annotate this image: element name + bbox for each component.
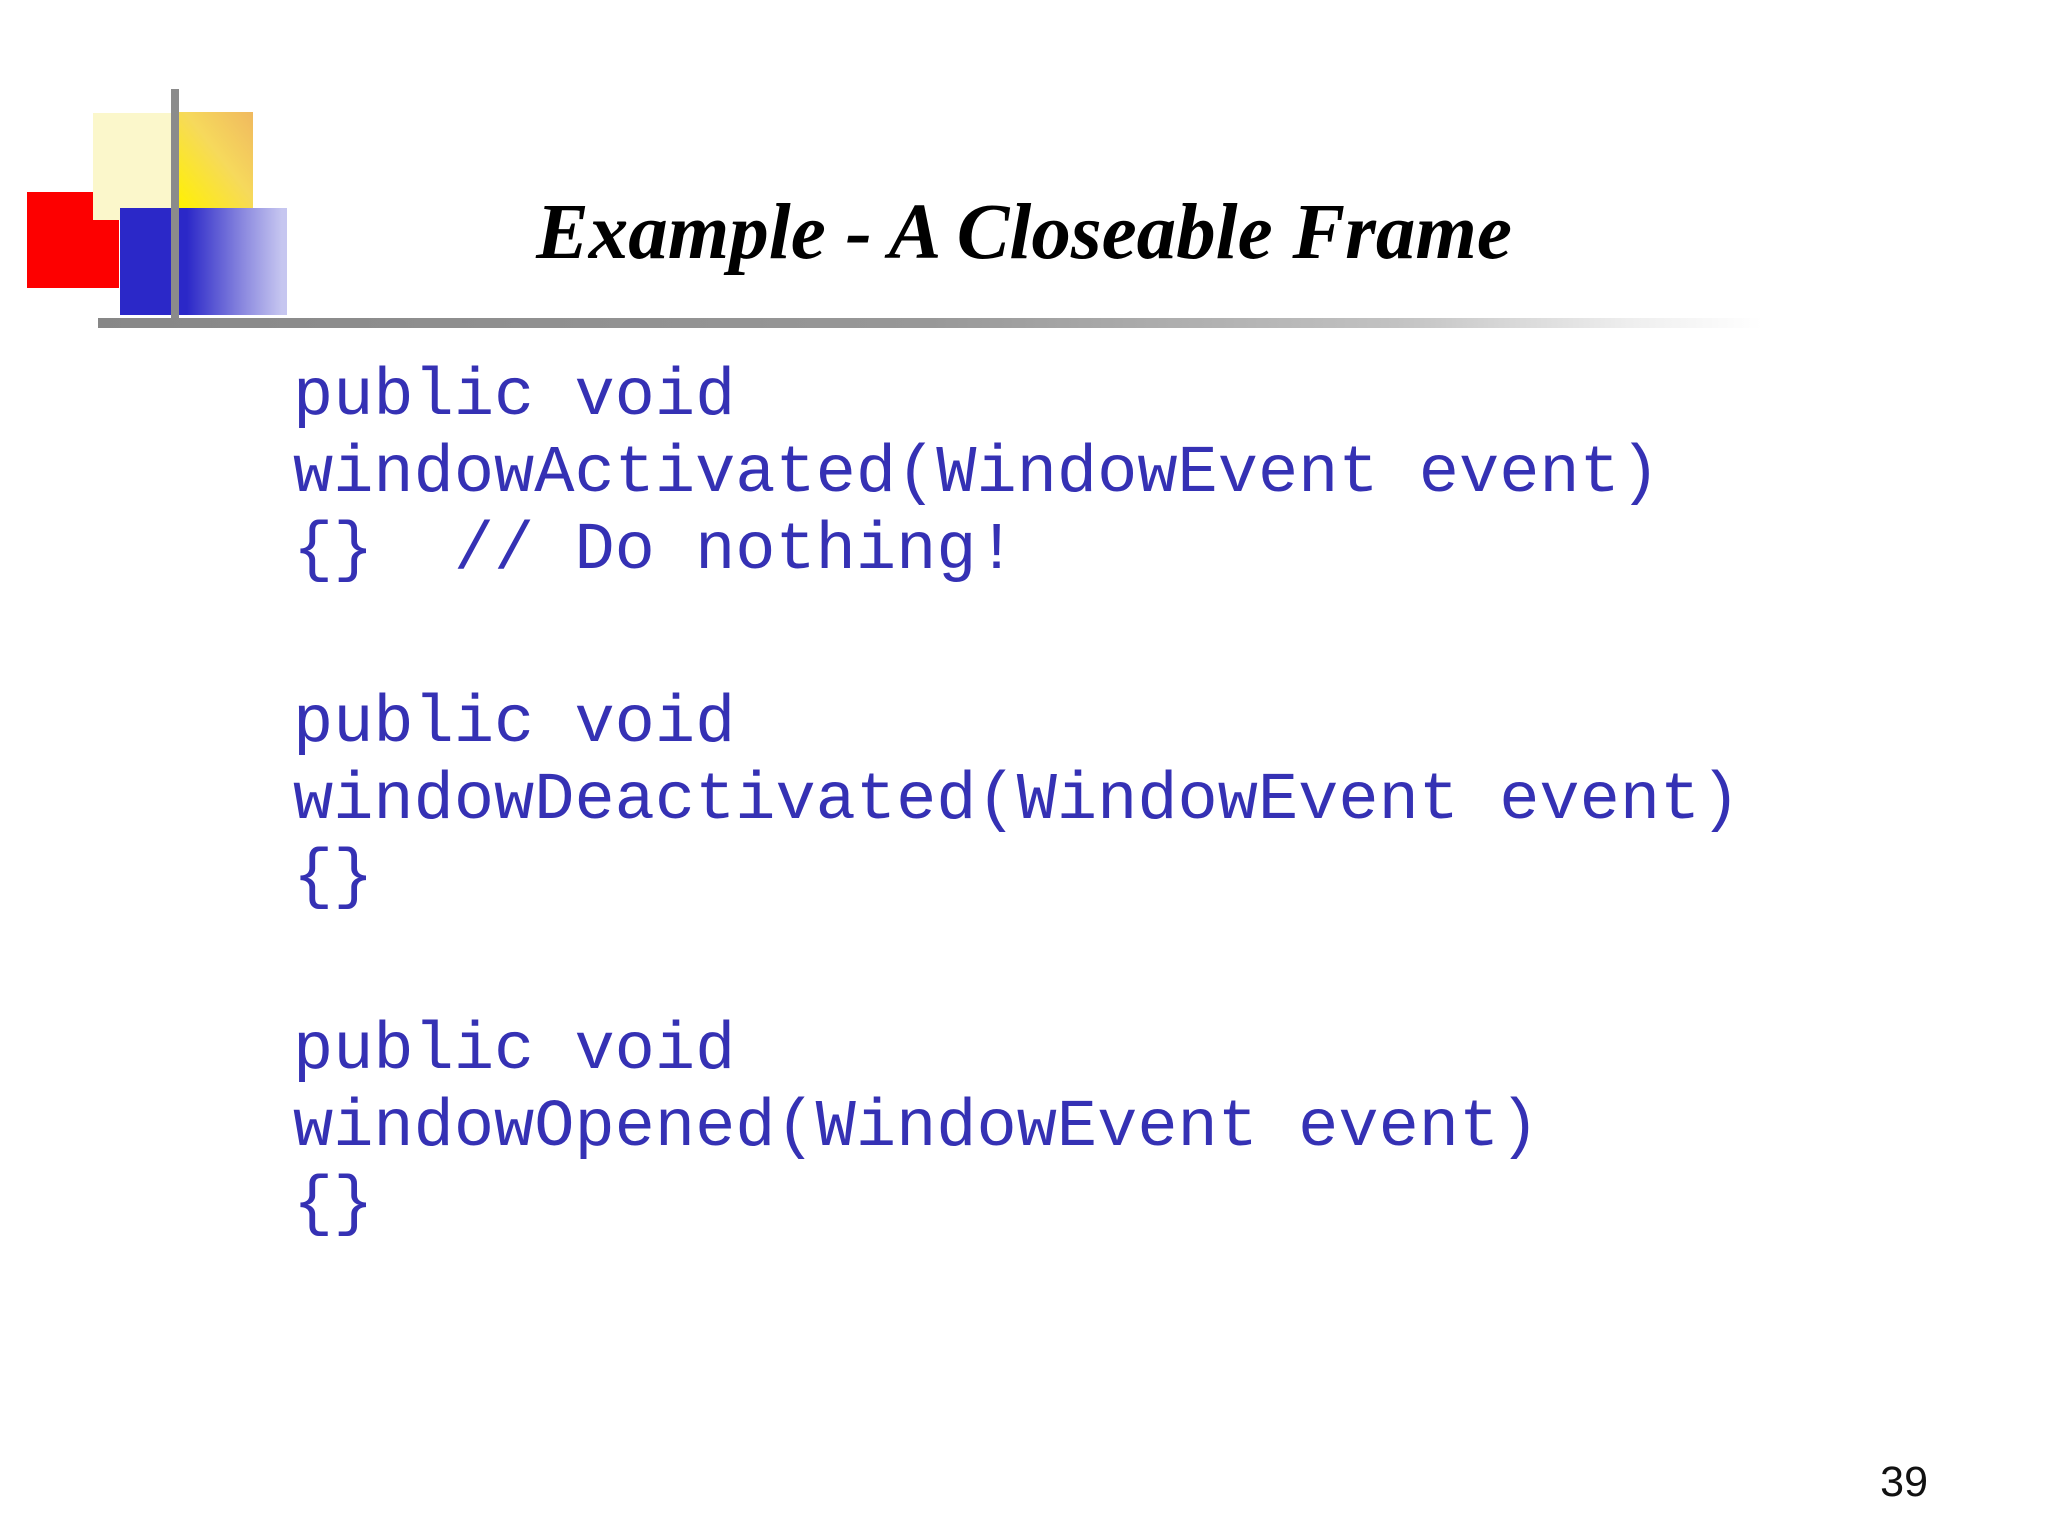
- code-area: public void windowActivated(WindowEvent …: [293, 359, 1740, 1244]
- code-block: public void windowActivated(WindowEvent …: [293, 359, 1661, 589]
- logo-yellow-gradient-square-icon: [178, 112, 253, 208]
- logo-blue-gradient-square-icon: [120, 208, 287, 315]
- code-block: public void windowDeactivated(WindowEven…: [293, 686, 1741, 916]
- code-block: public void windowOpened(WindowEvent eve…: [293, 1013, 1540, 1243]
- slide-title: Example - A Closeable Frame: [536, 189, 1512, 276]
- logo-pale-yellow-square-icon: [93, 113, 179, 220]
- page-number: 39: [1880, 1458, 1928, 1506]
- logo-vertical-rule: [171, 89, 179, 328]
- title-underline-rule: [98, 318, 1762, 328]
